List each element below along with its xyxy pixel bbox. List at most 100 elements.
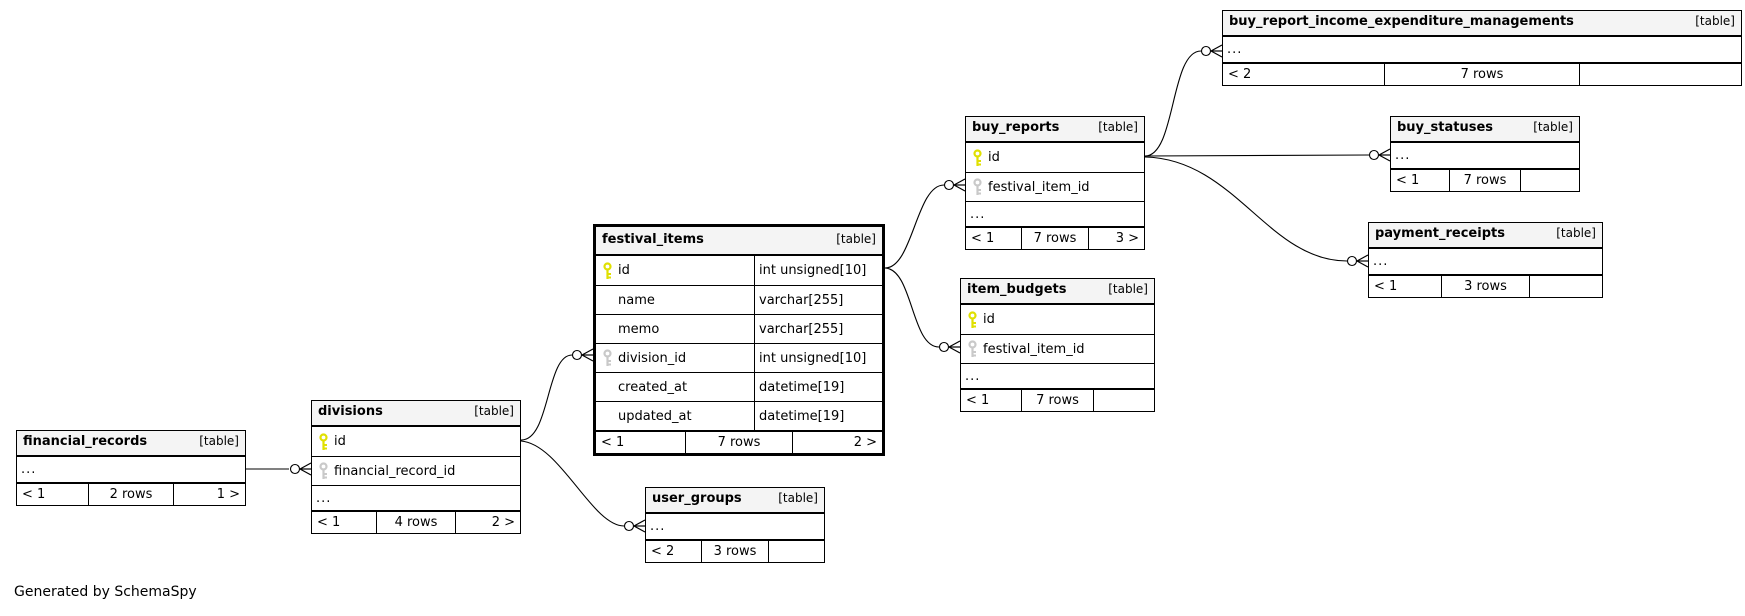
footer-row-count[interactable]: 7 rows (1020, 390, 1095, 411)
footer-prev-count[interactable]: < 1 (22, 487, 46, 502)
column-row[interactable]: id (312, 427, 520, 456)
column-name[interactable]: festival_item_id (983, 341, 1085, 357)
table-name[interactable]: user_groups (652, 491, 742, 506)
column-row[interactable]: festival_item_id (961, 334, 1154, 363)
table-divisions[interactable]: divisions [table] id financial_record_id… (311, 400, 521, 534)
table-header[interactable]: divisions [table] (312, 401, 520, 427)
column-row[interactable]: memo varchar[255] (596, 314, 882, 343)
generated-by-note: Generated by SchemaSpy (14, 584, 197, 600)
table-name[interactable]: item_budgets (967, 282, 1067, 297)
column-name[interactable]: updated_at (618, 408, 692, 424)
table-header[interactable]: financial_records [table] (17, 431, 245, 457)
footer-prev-count[interactable]: < 1 (1374, 279, 1398, 294)
footer-prev-count[interactable]: < 1 (966, 393, 990, 408)
table-name[interactable]: payment_receipts (1375, 226, 1505, 241)
column-name[interactable]: id (983, 312, 995, 327)
column-row[interactable]: financial_record_id (312, 456, 520, 485)
edge-festival-items-to-buy-reports (884, 178, 966, 269)
column-name[interactable]: festival_item_id (988, 179, 1090, 195)
table-item-budgets[interactable]: item_budgets [table] id festival_item_id… (960, 278, 1155, 412)
footer-prev-count[interactable]: < 1 (971, 231, 995, 246)
table-buy-reports[interactable]: buy_reports [table] id festival_item_id … (965, 116, 1145, 250)
primary-key-icon (961, 310, 983, 329)
footer-prev-count[interactable]: < 2 (1228, 67, 1252, 82)
footer-prev-count[interactable]: < 1 (1396, 173, 1420, 188)
foreign-key-icon (961, 340, 983, 358)
footer-next-count[interactable]: 2 > (491, 515, 515, 530)
table-payment-receipts[interactable]: payment_receipts [table] ... < 1 3 rows (1368, 222, 1603, 298)
foreign-key-icon (966, 178, 988, 196)
column-name[interactable]: id (334, 434, 346, 449)
table-name[interactable]: buy_reports (972, 120, 1060, 135)
footer-row-count[interactable]: 2 rows (87, 484, 175, 505)
column-name[interactable]: created_at (618, 379, 688, 395)
footer-next-count[interactable] (1094, 390, 1154, 411)
footer-row-count[interactable]: 7 rows (1449, 170, 1521, 191)
column-name[interactable]: id (988, 150, 1000, 165)
column-name[interactable]: id (618, 263, 630, 278)
table-header[interactable]: festival_items [table] (596, 227, 882, 256)
table-financial-records[interactable]: financial_records [table] ... < 1 2 rows… (16, 430, 246, 506)
footer-next-count[interactable]: 3 > (1115, 231, 1139, 246)
table-header[interactable]: buy_report_income_expenditure_management… (1223, 11, 1741, 37)
table-tag: [table] (474, 404, 514, 418)
table-header[interactable]: payment_receipts [table] (1369, 223, 1602, 249)
column-row[interactable]: id int unsigned[10] (596, 256, 882, 285)
table-header[interactable]: item_budgets [table] (961, 279, 1154, 305)
column-name[interactable]: memo (618, 321, 660, 337)
column-row[interactable]: division_id int unsigned[10] (596, 343, 882, 372)
column-name[interactable]: name (618, 292, 655, 308)
table-tag: [table] (1098, 120, 1138, 134)
edge-buy-reports-to-payment-receipts (1144, 156, 1369, 268)
footer-next-count[interactable] (1580, 64, 1741, 85)
table-user-groups[interactable]: user_groups [table] ... < 2 3 rows (645, 487, 825, 563)
footer-next-count[interactable] (1521, 170, 1579, 191)
column-name[interactable]: division_id (618, 350, 687, 366)
table-name[interactable]: divisions (318, 404, 383, 419)
footer-row-count[interactable]: 7 rows (1383, 64, 1581, 85)
table-header[interactable]: buy_reports [table] (966, 117, 1144, 143)
footer-prev-count[interactable]: < 1 (317, 515, 341, 530)
column-row[interactable]: id (966, 143, 1144, 172)
column-type: datetime[19] (754, 402, 882, 430)
table-footer: < 1 2 rows 1 > (17, 482, 245, 505)
edge-divisions-to-festival-items (520, 348, 594, 441)
footer-prev-count[interactable]: < 2 (651, 544, 675, 559)
table-name[interactable]: buy_statuses (1397, 120, 1494, 135)
column-row[interactable]: id (961, 305, 1154, 334)
column-row[interactable]: festival_item_id (966, 172, 1144, 201)
table-name[interactable]: festival_items (602, 232, 704, 247)
column-row[interactable]: name varchar[255] (596, 285, 882, 314)
edge-financial-records-to-divisions (246, 462, 312, 476)
table-buy-report-income-expenditure-managements[interactable]: buy_report_income_expenditure_management… (1222, 10, 1742, 86)
column-row[interactable]: updated_at datetime[19] (596, 401, 882, 430)
footer-next-count[interactable]: 2 > (853, 435, 877, 450)
column-type: int unsigned[10] (754, 344, 882, 372)
table-footer: < 1 3 rows (1369, 274, 1602, 297)
table-buy-statuses[interactable]: buy_statuses [table] ... < 1 7 rows (1390, 116, 1580, 192)
table-footer: < 2 7 rows (1223, 62, 1741, 85)
footer-next-count[interactable]: 1 > (216, 487, 240, 502)
table-header[interactable]: user_groups [table] (646, 488, 824, 514)
footer-row-count[interactable]: 3 rows (1441, 276, 1530, 297)
table-header[interactable]: buy_statuses [table] (1391, 117, 1579, 143)
foreign-key-icon (596, 349, 618, 367)
footer-next-count[interactable] (1530, 276, 1602, 297)
column-type: int unsigned[10] (754, 256, 882, 285)
footer-row-count[interactable]: 7 rows (684, 432, 794, 453)
column-type: varchar[255] (754, 315, 882, 343)
footer-row-count[interactable]: 4 rows (376, 512, 456, 533)
columns-ellipsis: ... (21, 462, 37, 477)
footer-next-count[interactable] (769, 541, 824, 562)
table-tag: [table] (778, 491, 818, 505)
column-row[interactable]: created_at datetime[19] (596, 372, 882, 401)
table-name[interactable]: buy_report_income_expenditure_management… (1229, 14, 1574, 29)
table-tag: [table] (836, 232, 876, 246)
footer-row-count[interactable]: 3 rows (701, 541, 769, 562)
table-festival-items[interactable]: festival_items [table] id int unsigned[1… (593, 224, 885, 456)
table-tag: [table] (199, 434, 239, 448)
footer-prev-count[interactable]: < 1 (601, 435, 625, 450)
footer-row-count[interactable]: 7 rows (1021, 228, 1089, 249)
column-name[interactable]: financial_record_id (334, 463, 456, 479)
table-name[interactable]: financial_records (23, 434, 148, 449)
